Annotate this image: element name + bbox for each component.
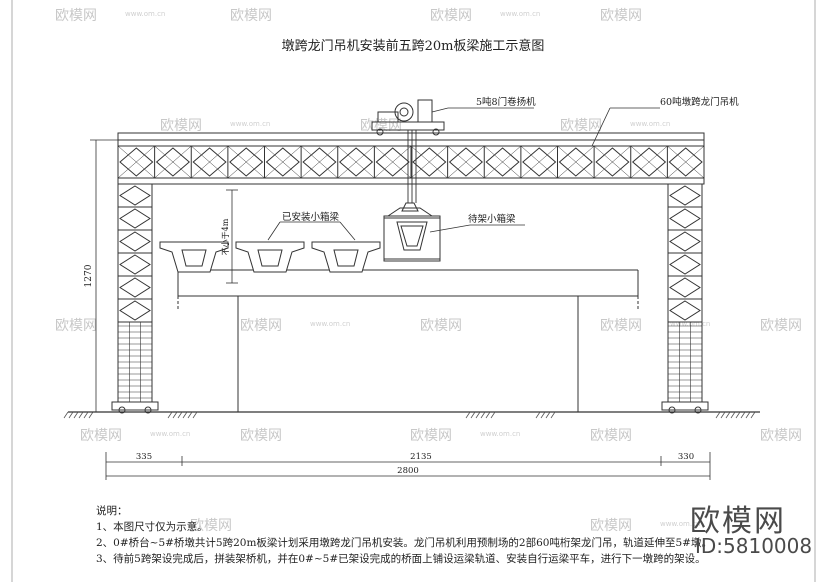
span-dimensions xyxy=(105,452,711,480)
watermark-brand: 欧模网 xyxy=(240,428,282,444)
watermark-brand: 欧模网 xyxy=(560,118,602,134)
clearance-dimension xyxy=(226,189,238,284)
watermark-brand: 欧模网 xyxy=(410,428,452,444)
watermark-brand: 欧模网 xyxy=(55,8,97,24)
height-dimension xyxy=(90,139,118,413)
note-line-1: 1、本图尺寸仅为示意。 xyxy=(96,521,208,533)
watermark-brand: 欧模网 xyxy=(430,8,472,24)
winch-trolley xyxy=(371,99,445,136)
notes-heading: 说明： xyxy=(96,505,128,517)
watermark-url: www.om.cn xyxy=(150,430,190,438)
callout-installed-girder: 已安装小箱梁 xyxy=(282,211,340,223)
watermark-brand: 欧模网 xyxy=(190,518,232,534)
watermark-brand: 欧模网 xyxy=(590,428,632,444)
gantry-crane xyxy=(111,132,709,414)
watermark-brand: 欧模网 xyxy=(600,8,642,24)
ground-hatch xyxy=(63,411,756,419)
dim-left-span: 335 xyxy=(136,452,152,462)
watermark-url: www.om.cn xyxy=(125,10,165,18)
watermark-brand: 欧模网 xyxy=(230,8,272,24)
watermark-url: www.om.cn xyxy=(660,520,700,528)
callout-pending-girder: 待架小箱梁 xyxy=(468,213,516,225)
watermark-url: www.om.cn xyxy=(230,120,270,128)
callout-winch: 5吨8门卷扬机 xyxy=(476,96,536,108)
notes-block: 说明： 1、本图尺寸仅为示意。 2、0#桥台~5#桥墩共计5跨20m板梁计划采用… xyxy=(96,503,796,567)
watermark-brand: 欧模网 xyxy=(80,428,122,444)
watermark-brand: 欧模网 xyxy=(360,118,402,134)
installed-box-girders xyxy=(159,241,381,273)
pending-box-girder xyxy=(383,202,441,262)
watermark-url: www.om.cn xyxy=(310,320,350,328)
watermark-brand: 欧模网 xyxy=(600,318,642,334)
dim-total: 2800 xyxy=(397,466,419,476)
brand-id: ID:5810008 xyxy=(695,534,813,558)
watermark-url: www.om.cn xyxy=(630,120,670,128)
dim-middle-span: 2135 xyxy=(410,452,432,462)
hoist-cables xyxy=(407,130,417,203)
watermark-brand: 欧模网 xyxy=(55,318,97,334)
callout-gantry: 60吨墩跨龙门吊机 xyxy=(660,96,739,108)
height-dim-label: 1270 xyxy=(84,264,94,287)
watermark-brand: 欧模网 xyxy=(240,318,282,334)
watermark-brand: 欧模网 xyxy=(760,318,802,334)
watermark-url: www.om.cn xyxy=(670,320,710,328)
note-line-3: 3、待前5跨架设完成后，拼装架桥机，并在0#~5#已架设完成的桥面上铺设运梁轨道… xyxy=(96,553,706,565)
dim-right-span: 330 xyxy=(678,452,694,462)
note-line-2: 2、0#桥台~5#桥墩共计5跨20m板梁计划采用墩跨龙门吊机安装。龙门吊机利用预… xyxy=(96,537,712,549)
clearance-label: 不小于4m xyxy=(221,218,230,255)
watermark-brand: 欧模网 xyxy=(160,118,202,134)
watermark-brand: 欧模网 xyxy=(590,518,632,534)
watermark-url: www.om.cn xyxy=(500,10,540,18)
callout-leaders xyxy=(267,107,660,241)
bridge-pier xyxy=(177,269,639,412)
watermark-url: www.om.cn xyxy=(480,430,520,438)
drawing-title: 墩跨龙门吊机安装前五跨20m板梁施工示意图 xyxy=(282,38,545,54)
watermark-brand: 欧模网 xyxy=(760,428,802,444)
watermark-brand: 欧模网 xyxy=(420,318,462,334)
brand-logo: 欧模网 xyxy=(690,504,786,539)
